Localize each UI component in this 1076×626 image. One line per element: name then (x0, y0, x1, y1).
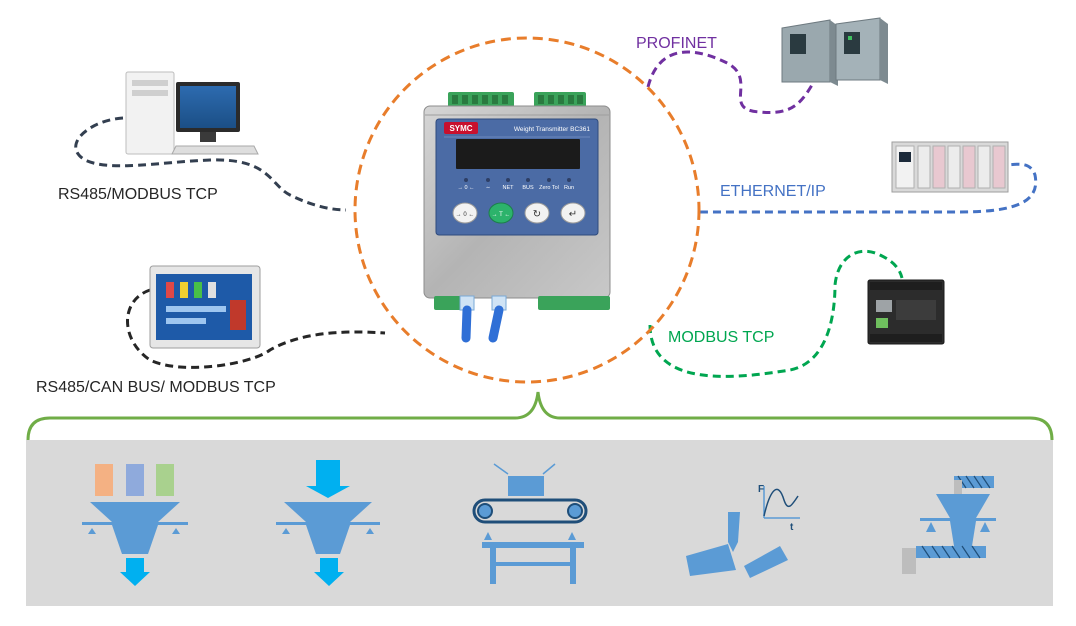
rs485-modbus-link-line (74, 116, 347, 212)
modbus-tcp-link-line (648, 249, 904, 378)
svg-text:F: F (758, 484, 764, 495)
belt-scale-icon (472, 463, 588, 584)
modbus-tcp-label: MODBUS TCP (668, 329, 775, 346)
weight-transmitter-device: SYMC Weight Transmitter BC361 → 0 ← ∼ NE… (423, 92, 611, 343)
svg-text:→ 0 ←: → 0 ← (456, 212, 475, 218)
zero-button[interactable]: → 0 ← (452, 202, 478, 224)
svg-text:→ T ←: → T ← (492, 212, 511, 218)
svg-text:t: t (790, 522, 794, 533)
indicator-net: NET (503, 185, 515, 191)
force-measurement-icon: F t (686, 484, 800, 578)
desktop-computer-icon (125, 71, 259, 155)
ethernet-ip-label: ETHERNET/IP (720, 183, 826, 200)
indicator-bus: BUS (522, 185, 534, 191)
profinet-link-line (646, 50, 814, 115)
bin-filling-icon (276, 460, 380, 586)
rs485-modbus-label: RS485/MODBUS TCP (58, 186, 218, 203)
batching-hopper-icon (82, 464, 188, 586)
tare-button[interactable]: → T ← (488, 202, 514, 224)
indicator-run: Run (564, 185, 574, 191)
model-label: Weight Transmitter BC361 (514, 126, 590, 133)
brand-label: SYMC (449, 124, 472, 133)
schneider-controller-icon (867, 279, 945, 345)
switch-button[interactable]: ↻ (524, 202, 550, 224)
rs485-can-link-line (126, 288, 386, 369)
indicator-zero-tol: Zero Tol (539, 185, 559, 191)
ethernet-ip-link-line (700, 162, 1038, 214)
hmi-touch-panel-icon (149, 265, 261, 349)
siemens-plc-icon (781, 17, 888, 86)
brand-logo (444, 122, 478, 134)
application-brace (26, 391, 1054, 441)
enter-button[interactable]: ↵ (560, 202, 586, 224)
weight-display (456, 139, 580, 169)
loss-in-weight-feeder-icon (902, 475, 996, 574)
svg-text:↻: ↻ (533, 209, 541, 220)
transmitter-boundary-circle (353, 36, 701, 384)
indicator-stable: ∼ (486, 185, 491, 191)
allen-bradley-rack-icon (891, 141, 1009, 193)
ethernet-cables (459, 295, 507, 343)
profinet-label: PROFINET (636, 35, 717, 52)
svg-text:↵: ↵ (569, 209, 577, 220)
rs485-can-modbus-label: RS485/CAN BUS/ MODBUS TCP (36, 379, 276, 396)
indicator-zero: → 0 ← (457, 185, 474, 191)
